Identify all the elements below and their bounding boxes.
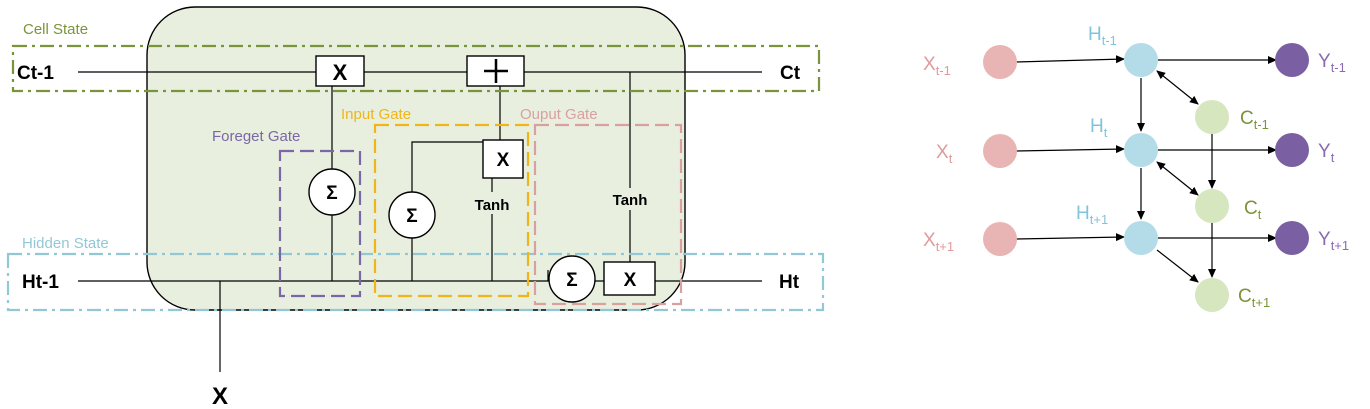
x-prev-node [983, 45, 1017, 79]
ht-prev-label: Ht-1 [22, 272, 59, 293]
forget-mult-box [315, 55, 365, 87]
ht-label: Ht [779, 272, 800, 293]
forget-gate-frame [278, 149, 362, 298]
hidden-state-label: Hidden State [22, 235, 109, 252]
forget-gate-label: Foreget Gate [212, 128, 300, 145]
edge-h-next-c-next [1156, 249, 1199, 283]
c-cur-label: Ct [1244, 198, 1262, 222]
h-prev-label: Ht-1 [1088, 24, 1117, 48]
input-mult-symbol: X [497, 150, 510, 171]
forget-sigma-circle [308, 168, 356, 216]
h-prev-node [1124, 43, 1158, 77]
forget-sigma-symbol: Σ [326, 183, 337, 204]
h-next-node [1124, 221, 1158, 255]
output-mult-box [603, 261, 656, 296]
hidden-state-frame [6, 252, 825, 312]
output-sigma-circle [548, 255, 596, 303]
c-next-node [1195, 278, 1229, 312]
x-next-label: Xt+1 [923, 230, 954, 254]
x-cur-label: Xt [936, 142, 953, 166]
x-prev-label: Xt-1 [923, 54, 951, 78]
x-input-label: X [212, 383, 228, 409]
edge-x-cur-h-cur [1015, 145, 1125, 154]
y-cur-node [1275, 133, 1309, 167]
input-mult-box [482, 139, 524, 179]
h-next-label: Ht+1 [1076, 203, 1108, 227]
h-cur-node [1124, 133, 1158, 167]
c-cur-node [1195, 189, 1229, 223]
edge-x-next-h-next [1015, 233, 1125, 242]
x-cur-node [983, 134, 1017, 168]
input-sigma-circle [388, 191, 436, 239]
y-prev-node [1275, 43, 1309, 77]
y-cur-label: Yt [1318, 141, 1335, 165]
y-next-node [1275, 221, 1309, 255]
h-cur-label: Ht [1090, 116, 1108, 140]
output-mult-symbol: X [624, 270, 637, 291]
output-gate-frame [533, 123, 683, 306]
lstm-cell: X X X Σ Σ Σ Tanh Tanh Cell State Hidden … [6, 6, 825, 409]
edge-h-prev-c-prev [1156, 70, 1199, 105]
output-gate-label: Ouput Gate [520, 106, 598, 123]
output-sigma-symbol: Σ [566, 270, 577, 291]
c-next-label: Ct+1 [1238, 286, 1270, 310]
input-sigma-symbol: Σ [406, 206, 417, 227]
c-prev-node [1195, 100, 1229, 134]
output-tanh-label: Tanh [613, 192, 648, 209]
edge-x-prev-h-prev [1015, 55, 1125, 64]
cell-state-frame [11, 44, 821, 93]
input-sigma-up [411, 141, 483, 192]
c-prev-label: Ct-1 [1240, 108, 1269, 132]
input-tanh-label: Tanh [475, 197, 510, 214]
edge-h-cur-c-cur [1156, 161, 1199, 196]
forget-mult-symbol: X [333, 60, 348, 85]
input-gate-label: Input Gate [341, 106, 411, 123]
ct-label: Ct [780, 63, 801, 84]
ct-prev-label: Ct-1 [17, 63, 54, 84]
cell-state-label: Cell State [23, 21, 88, 38]
input-gate-frame [373, 123, 530, 298]
unrolled-network: Xt-1 Xt Xt+1 Ht-1 Ht Ht+1 Ct-1 Ct Ct+1 Y… [923, 24, 1349, 312]
y-prev-label: Yt-1 [1318, 51, 1346, 75]
y-next-label: Yt+1 [1318, 229, 1349, 253]
x-next-node [983, 222, 1017, 256]
